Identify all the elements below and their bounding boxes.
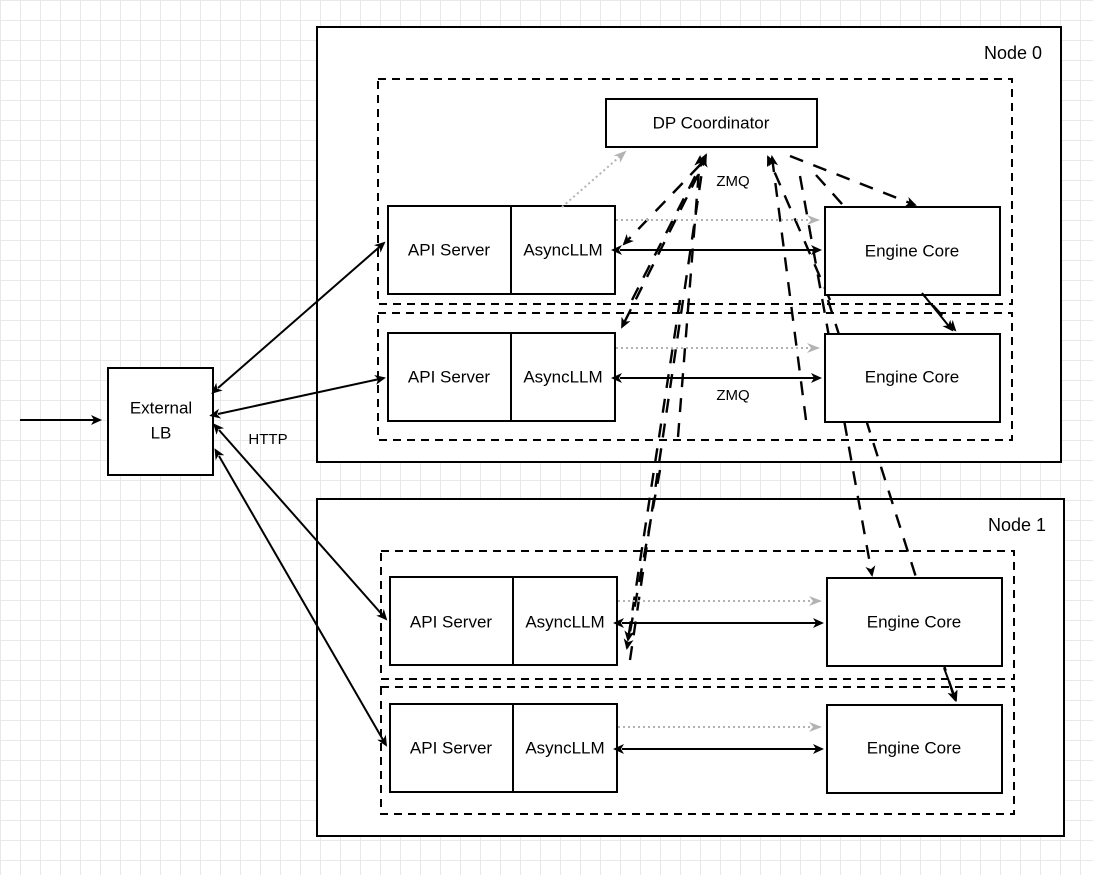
dp-group-node1-1	[380, 686, 1015, 815]
http-label: HTTP	[248, 431, 287, 448]
node0-dp0-async-to-coordinator-dotted	[561, 150, 627, 208]
zmq-line-node0-engine0-to-coordinator	[766, 155, 832, 301]
node0-dp0-engine-core-label: Engine Core	[865, 241, 960, 260]
node-1-label: Node 1	[988, 515, 1046, 535]
node-0-label: Node 0	[984, 43, 1042, 63]
zmq-line-coordinator-to-node0-engine0	[789, 154, 917, 207]
node0-dp0-api-server-label: API Server	[408, 240, 491, 259]
lb-to-node0-api0-arrow	[211, 241, 386, 394]
external-lb-label-line1: External	[130, 398, 192, 417]
node0-dp1-engine-core-label: Engine Core	[865, 367, 960, 386]
node1-dp1-engine-core-label: Engine Core	[867, 738, 962, 757]
node1-dp0-api-server-label: API Server	[410, 612, 493, 631]
node1-dp1-api-server-label: API Server	[410, 738, 493, 757]
node1-dp0-api-box[interactable]	[389, 576, 618, 666]
zmq-line-coordinator-to-node1-async0	[624, 299, 682, 642]
zmq-line-coordinator-to-node1-engine1	[826, 299, 958, 702]
node1-dp0-async-llm-label: AsyncLLM	[525, 612, 604, 631]
node1-dp0-engine-core-label: Engine Core	[867, 612, 962, 631]
dp-coordinator-label: DP Coordinator	[653, 113, 770, 132]
zmq-line-coordinator-to-node0-async0	[622, 164, 701, 246]
lb-to-node0-api1-arrow	[209, 375, 386, 419]
node1-dp1-async-llm-label: AsyncLLM	[525, 738, 604, 757]
node1-engine0-to-engine1-arrow	[943, 667, 958, 702]
dp-group-node0-0	[377, 78, 1013, 305]
zmq-label-top: ZMQ	[716, 173, 749, 190]
zmq-label-bottom: ZMQ	[716, 387, 749, 404]
node1-dp1-engine-core-box[interactable]	[826, 704, 1003, 794]
node0-dp0-api-box[interactable]	[387, 205, 616, 295]
node0-dp1-async-llm-label: AsyncLLM	[523, 367, 602, 386]
node1-dp0-engine-core-box[interactable]	[826, 577, 1003, 667]
zmq-line-node0-dp0-engine	[630, 153, 708, 301]
node0-dp0-async-llm-label: AsyncLLM	[523, 240, 602, 259]
node0-dp0-engine-core-box[interactable]	[824, 206, 1001, 296]
zmq-line-node1-dp0-to-coordinator	[628, 156, 708, 661]
node0-dp1-api-server-label: API Server	[408, 367, 491, 386]
external-lb-label-line2: LB	[151, 423, 172, 442]
zmq-line-node0-engine1-to-coordinator	[768, 155, 808, 421]
dp-coordinator-box[interactable]	[605, 98, 818, 148]
external-lb-box[interactable]	[107, 367, 214, 476]
node0-dp1-engine-core-box[interactable]	[824, 333, 1001, 423]
node0-engine0-to-engine1-arrow	[921, 292, 954, 332]
lb-to-node1-api1-arrow	[214, 448, 388, 747]
node0-dp1-api-box[interactable]	[387, 332, 616, 422]
